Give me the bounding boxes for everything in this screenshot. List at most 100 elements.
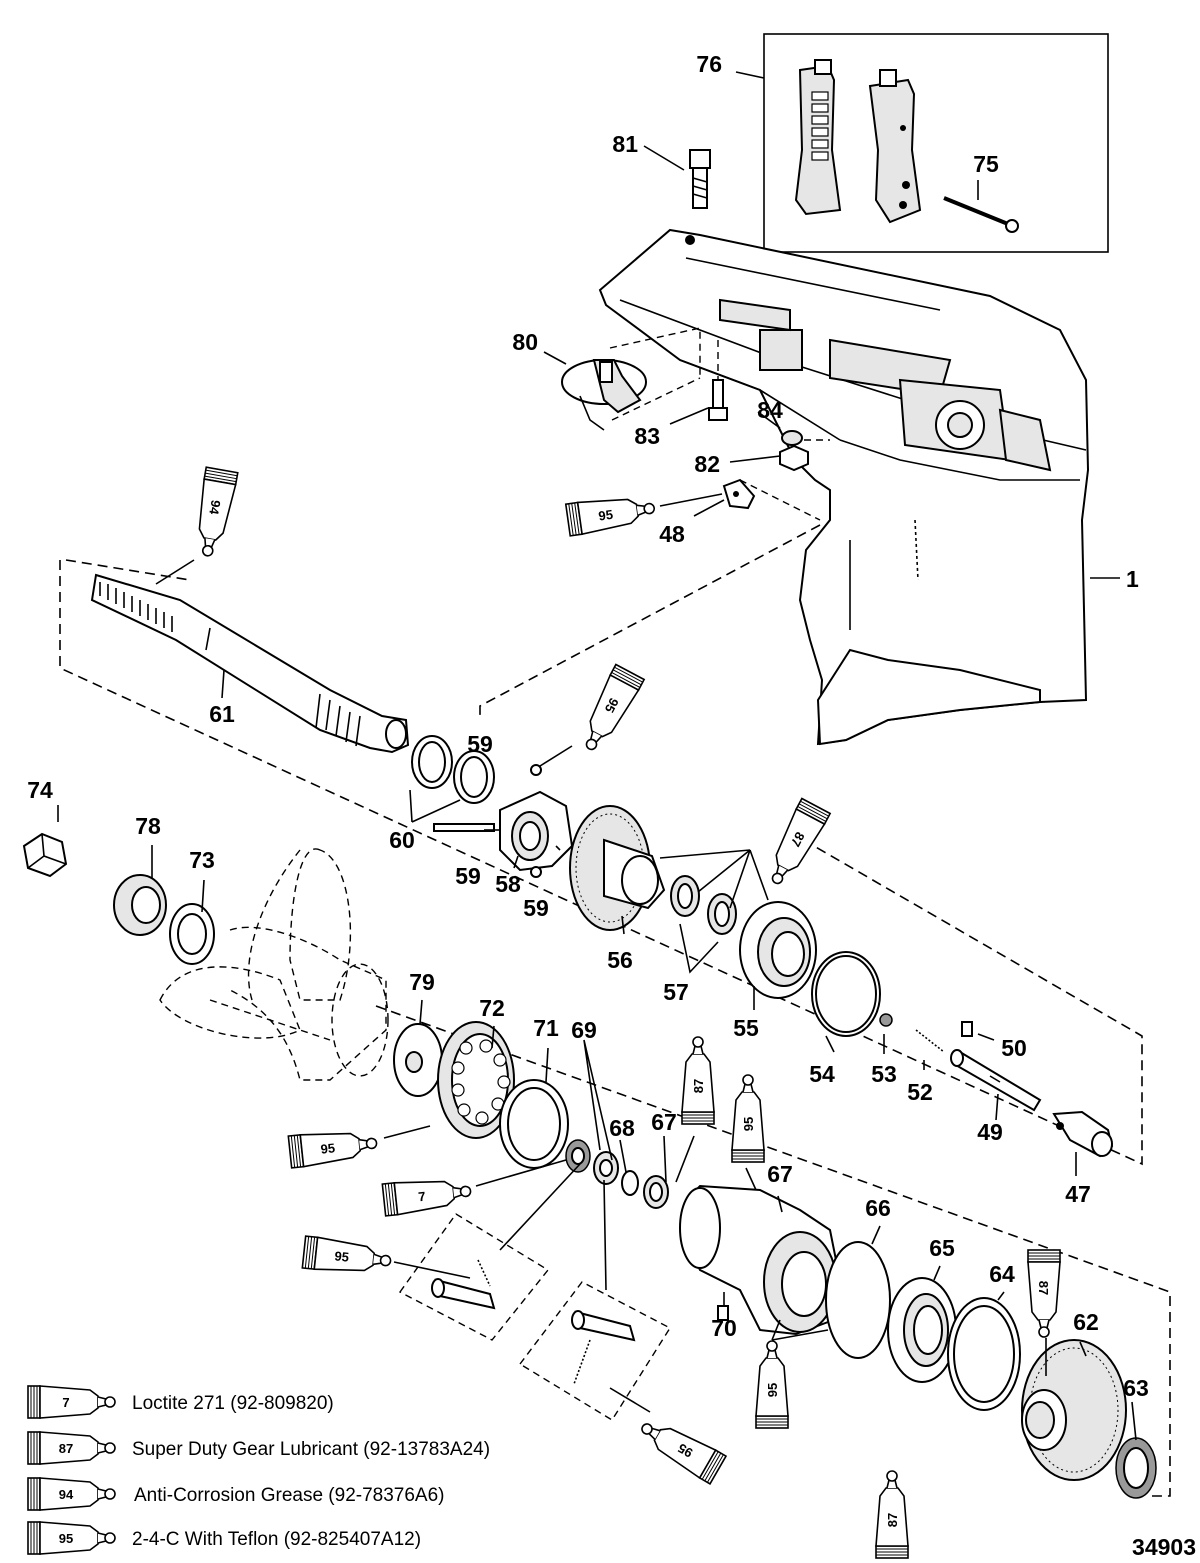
part-47-shift-actuator <box>1052 1110 1114 1158</box>
label-52: 53 <box>871 1061 897 1087</box>
part-69-ring <box>621 1170 639 1196</box>
part-65-bearing <box>887 1277 957 1383</box>
legend-code-7: 7 <box>62 1395 69 1410</box>
anode-kit-box <box>763 33 1109 253</box>
part-79-tab-nut <box>113 874 167 936</box>
label-59b: 59 <box>523 895 549 921</box>
label-48: 48 <box>659 521 685 547</box>
part-78-thrust-washer <box>393 1023 443 1097</box>
part-71-key <box>717 1305 729 1321</box>
label-70: 69 <box>571 1017 597 1043</box>
part-56-bearings <box>670 875 737 974</box>
label-64: 64 <box>989 1261 1015 1287</box>
part-49-cam <box>950 1049 1042 1112</box>
part-1-gear-housing <box>598 228 1090 746</box>
part-number-labels: 76 81 75 80 84 83 82 48 1 61 59 74 78 73… <box>27 51 1149 1401</box>
label-53: 54 <box>809 1061 835 1087</box>
part-53-o-ring <box>811 951 881 1037</box>
part-67-bearing-carrier <box>679 1184 842 1336</box>
part-59-lower <box>530 866 542 878</box>
tube-label-94: 94 <box>206 499 223 517</box>
part-66-o-ring <box>825 1241 891 1359</box>
part-58-pin <box>433 823 495 832</box>
part-63-washer <box>1115 1437 1157 1499</box>
part-80-trim-tab <box>561 359 647 431</box>
legend-text-95: 2-4-C With Teflon (92-825407A12) <box>132 1529 421 1550</box>
tube-label-95a: 95 <box>597 507 613 524</box>
part-70-seals <box>565 1039 619 1185</box>
label-50: 50 <box>1001 1035 1027 1061</box>
label-75: 74 <box>27 777 53 803</box>
tube-label-95d: 95 <box>334 1248 350 1264</box>
tube-label-95c: 95 <box>320 1140 336 1156</box>
part-54-bearing <box>739 901 817 999</box>
legend-row-94: 94 Anti-Corrosion Grease (92-78376A6) <box>27 1477 445 1511</box>
label-68: 67 <box>651 1109 677 1135</box>
label-58: 59 <box>455 863 481 889</box>
label-67: 67 <box>767 1161 793 1187</box>
part-64-washer <box>947 1297 1021 1411</box>
part-50-pin <box>961 1021 973 1037</box>
label-65: 65 <box>929 1235 955 1261</box>
part-75-propeller-nut <box>22 832 68 878</box>
tube-label-87c: 87 <box>885 1513 900 1527</box>
label-83: 83 <box>634 423 660 449</box>
label-59a: 59 <box>467 731 493 757</box>
part-61-propeller-shaft <box>90 573 410 754</box>
tube-label-95f: 95 <box>765 1383 780 1397</box>
legend-text-7: Loctite 271 (92-809820) <box>132 1393 334 1414</box>
part-83-bolt <box>708 340 728 421</box>
part-62-reverse-gear <box>1021 1339 1127 1481</box>
tube-label-87b: 87 <box>691 1079 706 1093</box>
part-73-bearing-carrier <box>437 1021 515 1139</box>
legend-text-94: Anti-Corrosion Grease (92-78376A6) <box>134 1485 445 1506</box>
part-82-nut <box>779 444 809 472</box>
part-81-bolt <box>689 149 711 209</box>
part-51-spring <box>915 1029 945 1053</box>
legend-row-7: 7 Loctite 271 (92-809820) <box>27 1385 334 1419</box>
label-71: 70 <box>711 1315 737 1341</box>
label-69: 68 <box>609 1115 635 1141</box>
label-1: 1 <box>1126 566 1139 592</box>
tube-label-87d: 87 <box>1036 1281 1051 1295</box>
label-82: 82 <box>694 451 720 477</box>
sealant-tubes: 94 95 95 87 95 7 <box>155 466 1061 1559</box>
legend-code-95: 95 <box>59 1531 73 1546</box>
label-72: 71 <box>533 1015 559 1041</box>
label-47: 47 <box>1065 1181 1091 1207</box>
label-56: 57 <box>663 979 689 1005</box>
propeller-phantom <box>159 848 389 1081</box>
part-77-screw <box>943 196 1019 233</box>
label-77: 75 <box>973 151 999 177</box>
part-76-anode-right <box>868 69 922 224</box>
label-79: 78 <box>135 813 161 839</box>
label-60: 60 <box>389 827 415 853</box>
label-66: 66 <box>865 1195 891 1221</box>
label-78: 79 <box>409 969 435 995</box>
tube-label-7: 7 <box>417 1189 426 1205</box>
part-60-rings <box>409 735 495 823</box>
tube-label-95g: 95 <box>675 1440 695 1460</box>
leader-lines <box>57 71 1137 1441</box>
legend-row-95: 95 2-4-C With Teflon (92-825407A12) <box>27 1521 421 1555</box>
seal-detail-left-part <box>431 1259 496 1310</box>
part-55-gear <box>569 805 666 931</box>
label-81: 81 <box>612 131 638 157</box>
label-54: 55 <box>733 1015 759 1041</box>
part-84-washer <box>781 430 803 446</box>
label-62: 62 <box>1073 1309 1099 1335</box>
label-55: 56 <box>607 947 633 973</box>
figure-number: 34903 <box>1132 1534 1196 1560</box>
part-59-upper <box>530 764 542 776</box>
part-72-retainer <box>499 1079 569 1169</box>
part-68-bearing <box>643 1175 669 1209</box>
label-76: 76 <box>696 51 722 77</box>
label-73: 72 <box>479 995 505 1021</box>
part-76-anode-left <box>794 59 842 216</box>
label-84: 84 <box>757 397 783 423</box>
legend-code-94: 94 <box>59 1487 74 1502</box>
part-48-plug <box>722 478 756 510</box>
legend-text-87: Super Duty Gear Lubricant (92-13783A24) <box>132 1439 490 1460</box>
seal-detail-box-right <box>518 1281 671 1421</box>
